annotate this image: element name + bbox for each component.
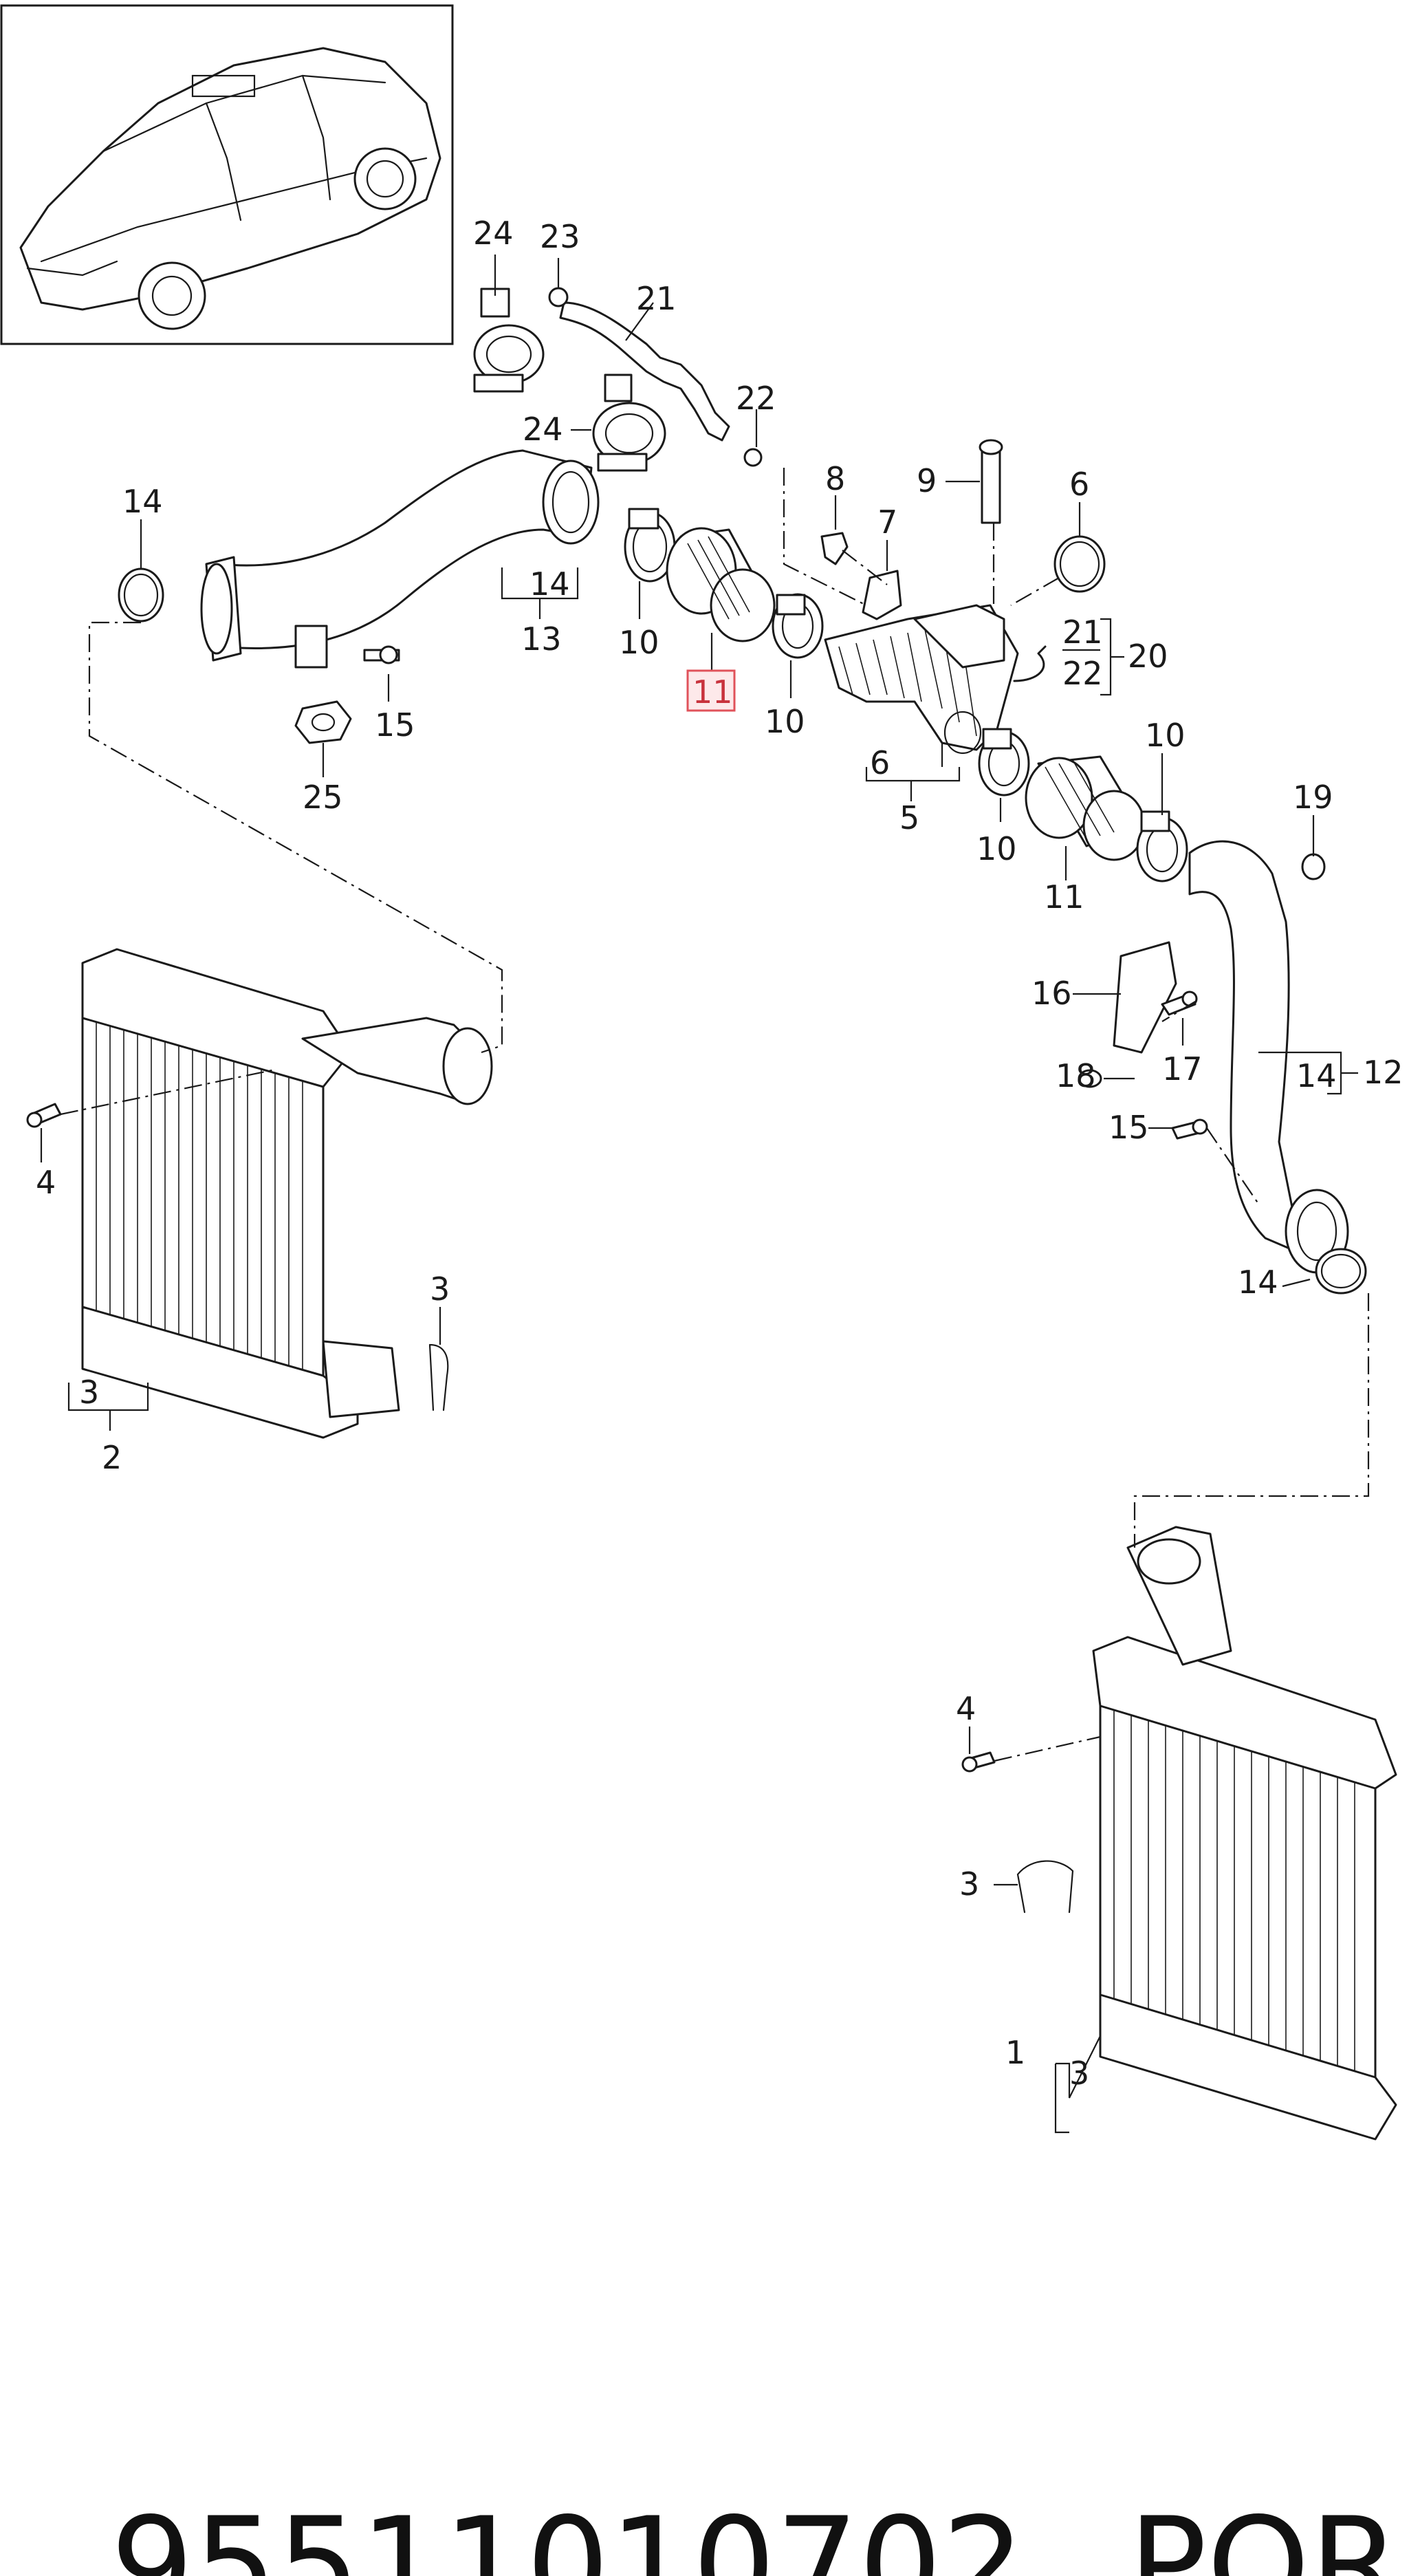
bellows-hose-11-b [1025, 755, 1146, 861]
callout-20: 20 [1128, 638, 1168, 675]
hose-clamp-10-a [624, 508, 676, 583]
callout-12: 12 [1363, 1054, 1403, 1091]
callout-18: 18 [1056, 1057, 1096, 1094]
callout-2: 2 [102, 1439, 122, 1476]
clip-3-a [428, 1343, 449, 1411]
callout-14-c: 14 [1296, 1057, 1337, 1094]
brand-name: PORSCHE [1128, 2489, 1409, 2576]
hose-clamp-10-c [978, 728, 1030, 797]
callout-labels: 24 23 21 22 24 14 14 13 10 11 10 15 25 8… [36, 215, 1403, 2092]
o-ring-14-a [118, 567, 164, 623]
bolt-8 [820, 532, 849, 565]
callout-8: 8 [825, 460, 845, 497]
intercooler-right [1092, 1526, 1397, 2141]
washer-18 [1078, 1069, 1102, 1088]
callout-14-d: 14 [1238, 1264, 1278, 1301]
callout-4-left: 4 [36, 1164, 56, 1201]
callout-22-right: 22 [1062, 655, 1103, 692]
pin-9 [979, 439, 1003, 524]
hose-clamp-24-lower [592, 374, 666, 472]
callout-25: 25 [303, 779, 343, 816]
callout-10-a: 10 [619, 624, 659, 661]
callout-1: 1 [1005, 2034, 1025, 2071]
callout-3-right: 3 [959, 1865, 979, 1903]
o-ring-14-d [1315, 1248, 1367, 1295]
callout-3-bracket-left: 3 [79, 1374, 99, 1411]
callout-10-c: 10 [976, 830, 1017, 867]
callout-6-lower: 6 [870, 744, 890, 781]
hose-clamp-10-d [1136, 810, 1188, 883]
nut-25 [294, 700, 352, 744]
callout-21-upper: 21 [636, 280, 677, 317]
dash-dot-assembly-lines [60, 468, 1370, 1762]
callout-11-b: 11 [1044, 878, 1084, 916]
footer-caption: 95511010702 PORSCHE [28, 2318, 1409, 2576]
bolt-22 [743, 448, 763, 467]
callout-4-right: 4 [956, 1690, 976, 1727]
bellows-assembly-5 [824, 604, 1019, 755]
callout-10-b: 10 [765, 703, 805, 740]
callout-14-a: 14 [122, 483, 163, 520]
vent-hose-21 [559, 301, 730, 442]
intercooler-left [81, 948, 493, 1439]
callout-21-right: 21 [1062, 614, 1103, 651]
bracket-16 [1113, 941, 1177, 1054]
callout-14-b: 14 [529, 565, 570, 603]
callout-11-highlighted: 11 [692, 673, 733, 711]
bolt-23 [548, 287, 569, 307]
callout-9: 9 [917, 462, 937, 499]
callout-22-upper: 22 [736, 380, 776, 417]
clip-3-c [1016, 1860, 1074, 1914]
hose-clamp-24-upper [473, 288, 545, 393]
callout-19: 19 [1293, 779, 1333, 816]
hose-clamp-10-b [772, 593, 824, 659]
charge-air-pipe-upper-left [200, 449, 600, 669]
callout-15-a: 15 [375, 706, 415, 744]
vent-line-20 [1013, 645, 1047, 682]
callout-3-left: 3 [430, 1270, 450, 1308]
leader-lines [40, 255, 1358, 2134]
callout-24-upper: 24 [473, 215, 514, 252]
callout-7: 7 [877, 504, 897, 541]
callout-15-b: 15 [1108, 1109, 1149, 1146]
callout-11-highlight-box [686, 669, 736, 712]
callout-10-d: 10 [1145, 717, 1186, 754]
part-number: 95511010702 [110, 2489, 1025, 2576]
bellows-hose-11-a [666, 527, 776, 642]
callout-17: 17 [1162, 1050, 1203, 1087]
callout-5: 5 [899, 799, 919, 836]
o-ring-19 [1301, 853, 1326, 880]
callout-13: 13 [521, 620, 562, 658]
vehicle-thumbnail-icon [0, 4, 454, 345]
callout-3-bracket-right: 3 [1069, 2055, 1089, 2092]
callout-23: 23 [540, 218, 580, 255]
callout-24-lower: 24 [523, 411, 563, 448]
o-ring-6-a [1053, 535, 1106, 593]
callout-16: 16 [1031, 975, 1072, 1012]
callout-6-upper: 6 [1069, 466, 1089, 503]
bracket-7 [862, 570, 902, 620]
